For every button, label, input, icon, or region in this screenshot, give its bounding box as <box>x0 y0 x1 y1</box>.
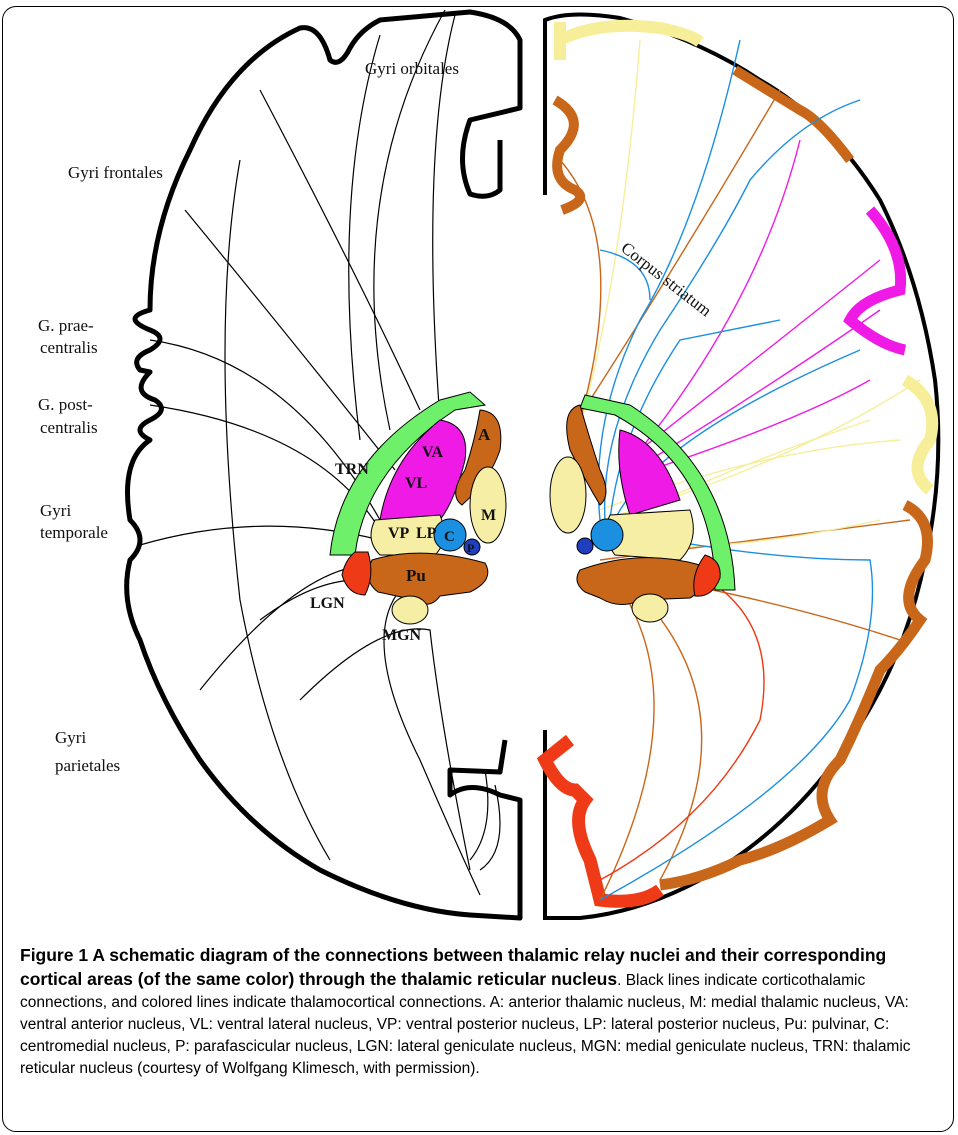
label-gyri-temporale-1: Gyri <box>40 501 71 520</box>
thalamocortical-lines <box>560 40 920 900</box>
nucleus-label-c: C <box>444 529 455 545</box>
right-c <box>591 519 623 551</box>
left-pu <box>368 553 488 604</box>
left-mgn <box>392 596 428 624</box>
nucleus-label-va: VA <box>422 444 443 461</box>
right-cortex-yellow-top <box>560 22 700 60</box>
nucleus-label-lp: LP <box>416 525 437 542</box>
label-gyri-parietales-2: parietales <box>55 756 120 775</box>
nucleus-label-lgn: LGN <box>310 595 345 612</box>
nucleus-label-vl: VL <box>405 475 427 492</box>
label-gyri-parietales-1: Gyri <box>55 728 86 747</box>
label-gyri-orbitales: Gyri orbitales <box>365 59 459 78</box>
caption-figure-label: Figure 1 <box>20 945 88 965</box>
right-cortex-red-occipital <box>545 740 660 901</box>
nucleus-label-trn: TRN <box>335 461 369 478</box>
label-gyri-frontales: Gyri frontales <box>68 163 163 182</box>
figure-caption: Figure 1 A schematic diagram of the conn… <box>20 944 940 1080</box>
right-m <box>550 457 586 533</box>
right-mgn <box>632 594 668 622</box>
right-cortex-orange-frontal <box>555 70 850 210</box>
left-m <box>470 467 506 543</box>
nucleus-label-pu: Pu <box>406 566 426 585</box>
label-g-praecentralis-1: G. prae- <box>38 316 94 335</box>
right-p <box>577 538 593 554</box>
label-corpus-striatum: Corpus striatum <box>618 238 716 320</box>
left-lgn <box>342 552 371 595</box>
label-gyri-temporale-2: temporale <box>40 523 108 542</box>
nucleus-label-vp: VP <box>388 525 410 542</box>
label-g-postcentralis-2: centralis <box>40 418 98 437</box>
right-cortex-yellow-mid <box>905 380 932 490</box>
nucleus-label-mgn: MGN <box>382 627 422 644</box>
nucleus-label-p: P <box>467 541 474 555</box>
nucleus-label-a: A <box>478 425 491 444</box>
thalamocortical-diagram: Gyri orbitales Gyri frontales G. prae- c… <box>0 0 958 940</box>
label-g-praecentralis-2: centralis <box>40 338 98 357</box>
nucleus-label-m: M <box>481 507 496 524</box>
right-cortex-magenta <box>850 210 905 350</box>
label-g-postcentralis-1: G. post- <box>38 395 93 414</box>
